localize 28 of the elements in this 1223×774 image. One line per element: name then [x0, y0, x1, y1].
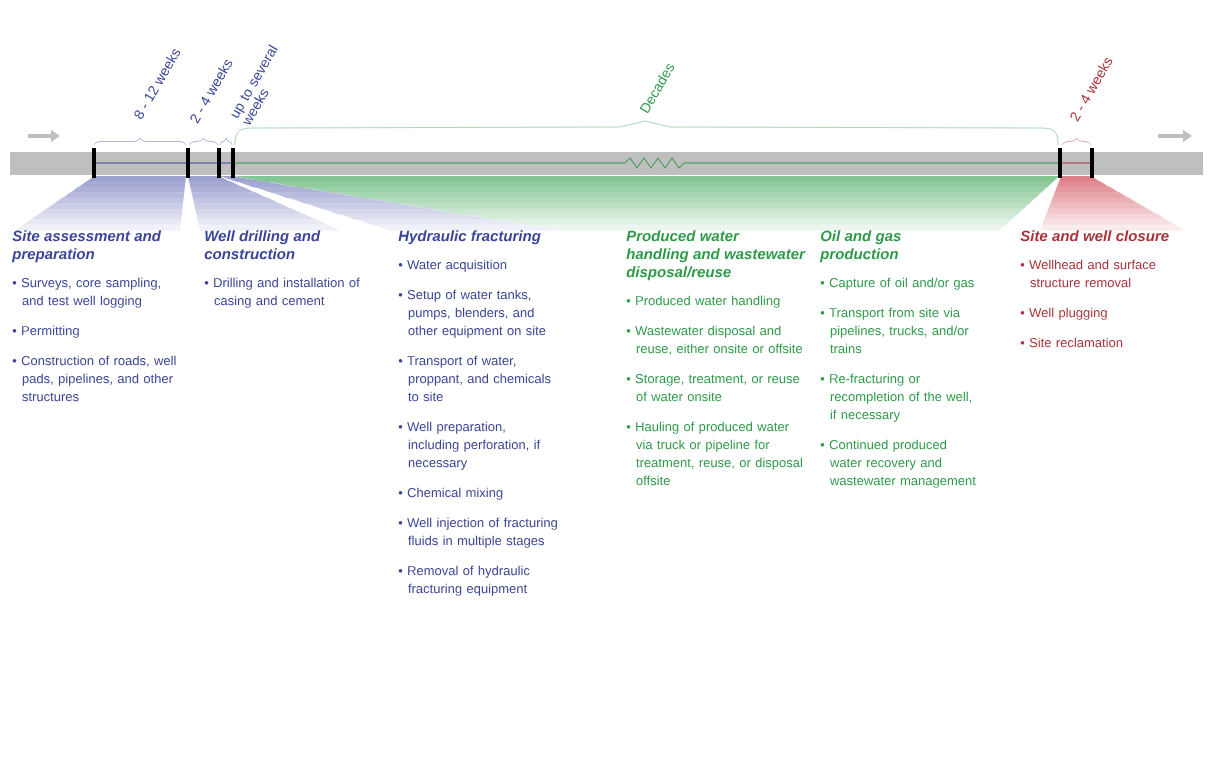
- bullet-item: • Produced water handling: [626, 295, 780, 308]
- bullet-item: • Well preparation, including perforation, if necessary: [398, 421, 541, 470]
- bullet-item: • Removal of hydraulic fracturing equipment: [398, 565, 530, 596]
- bullet-item: • Chemical mixing: [398, 487, 503, 500]
- bullet-item: • Storage, treatment, or reuse of water onsite: [626, 374, 800, 402]
- bullet-item: • Well injection of fracturing fluids in multiple stages: [398, 517, 557, 548]
- bullet-item: • Capture of oil and/or gas: [820, 277, 974, 290]
- stage-heading: Well drilling and construction: [204, 230, 321, 260]
- bullet-item: • Surveys, core sampling, and test well logging: [12, 277, 161, 308]
- stage-heading: Site assessment and preparation: [11, 230, 162, 263]
- bullet-item: • Drilling and installation of casing and cement: [204, 277, 360, 308]
- bullet-item: • Transport from site via pipelines, trucks, and/or trains: [820, 307, 969, 354]
- stage-heading: Oil and gas production: [819, 230, 901, 263]
- bullet-item: • Re-fracturing or recompletion of the well, if necessary: [820, 373, 972, 422]
- bullet-item: • Transport of water, proppant, and chemicals to site: [398, 355, 551, 402]
- bullet-item: • Hauling of produced water via truck or pipeline for treatment, reuse, or disposal offsite: [626, 421, 802, 486]
- bullet-item: • Wastewater disposal and reuse, either onsite or offsite: [626, 325, 803, 355]
- stage-heading: Site and well closure: [1020, 230, 1169, 242]
- bullet-item: • Setup of water tanks, pumps, blenders, and other equipment on site: [398, 289, 546, 338]
- bullet-item: • Well plugging: [1020, 307, 1107, 320]
- stage-heading: Produced water handling and wastewater disposal/reuse: [626, 230, 806, 281]
- bullet-item: • Wellhead and surface structure removal: [1020, 259, 1156, 288]
- bullet-item: • Site reclamation: [1020, 337, 1123, 348]
- bullet-item: • Construction of roads, well pads, pipelines, and other structures: [12, 355, 176, 402]
- bullet-item: • Continued produced water recovery and wastewater management: [820, 439, 976, 488]
- stage-heading: Hydraulic fracturing: [398, 230, 541, 245]
- bullet-item: • Water acquisition: [398, 259, 507, 272]
- bullet-item: • Permitting: [12, 325, 79, 338]
